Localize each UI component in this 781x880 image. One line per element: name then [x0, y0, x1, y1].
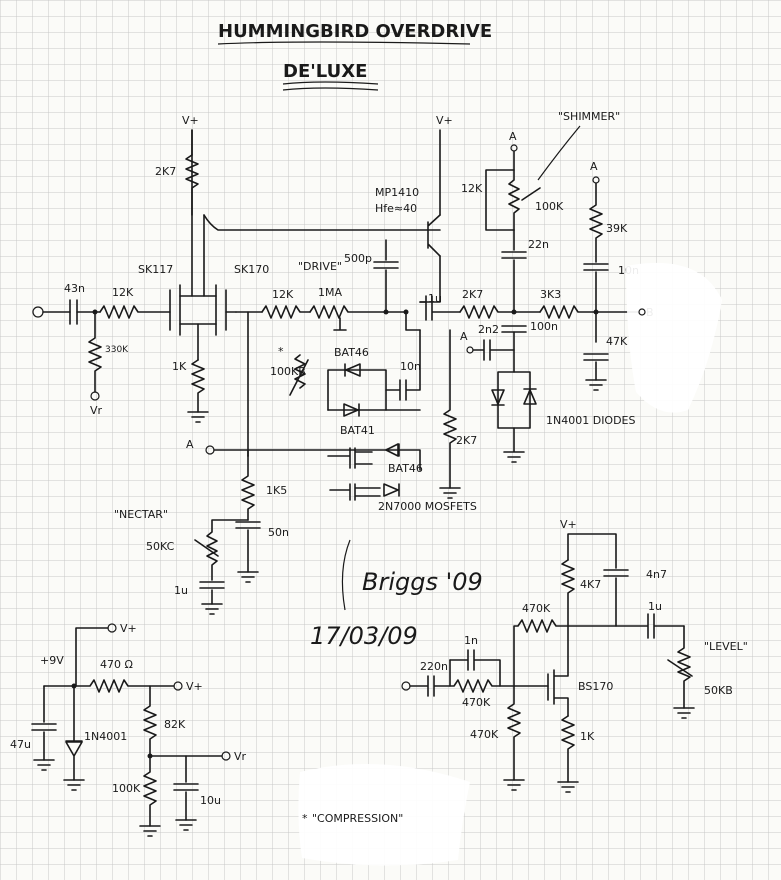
r-4k7-label: 4K7: [580, 578, 601, 591]
level-stage: V+ 4K7 4n7 1u "LEVEL" 50KB 470K BS170 1K…: [401, 518, 748, 793]
clipping-section: * 100KB BAT46 BAT41 10n 2K7 A BAT46 2N70…: [186, 311, 477, 513]
shimmer-output-section: 2K7 3K3 B A 12K 100K "SHIMMER" 22n A 2n2…: [459, 110, 654, 463]
vr-1-label: Vr: [90, 404, 103, 417]
c-500p-label: 500p: [344, 252, 372, 265]
input-stage: 43n 12K 330K Vr: [32, 282, 171, 417]
jfet-pair: SK117 SK170 1K V+ 2K7: [138, 114, 441, 423]
pot-100kb-label: 100KB: [270, 365, 306, 378]
drive-label: "DRIVE": [298, 260, 342, 273]
r-470k-mid-label: 470K: [462, 696, 491, 709]
c-2n2-label: 2n2: [478, 323, 499, 336]
compression-note: "COMPRESSION" *: [298, 764, 470, 866]
c-1u-out-label: 1u: [648, 600, 662, 613]
mosfets-label-a: 2N7000 MOSFETS: [378, 500, 477, 513]
r-470k-low-label: 470K: [470, 728, 499, 741]
mos-bs170-label: BS170: [578, 680, 613, 693]
r-12k-top-label: 12K: [461, 182, 483, 195]
level-label: "LEVEL": [704, 640, 748, 653]
c-1u-nectar-label: 1u: [174, 584, 188, 597]
vr-2-label: Vr: [234, 750, 247, 763]
mp-hfe-label: Hfe≈40: [375, 202, 417, 215]
a-1-label: A: [186, 438, 194, 451]
r-82k-label: 82K: [164, 718, 186, 731]
schematic-title: HUMMINGBIRD OVERDRIVE: [218, 21, 492, 42]
diodes-label: 1N4001 DIODES: [546, 414, 636, 427]
diode-psu-label: 1N4001: [84, 730, 127, 743]
c-1u-label: 1u: [428, 292, 442, 305]
c-4n7-label: 4n7: [646, 568, 667, 581]
bat46-2-label: BAT46: [388, 462, 423, 475]
compression-label: "COMPRESSION": [312, 812, 403, 825]
c-10n-mid-label: 10n: [400, 360, 421, 373]
jfet-sk170-label: SK170: [234, 263, 269, 276]
c-220n-label: 220n: [420, 660, 448, 673]
pot-50kc-label: 50KC: [146, 540, 175, 553]
r-47k-label: 47K: [606, 335, 628, 348]
vplus-5-label: V+: [560, 518, 577, 531]
bat46-1-label: BAT46: [334, 346, 369, 359]
r-12k-in-label: 12K: [112, 286, 134, 299]
c-10u-label: 10u: [200, 794, 221, 807]
drive-section: 12K 1MA "DRIVE" 500p 1u: [235, 239, 461, 331]
c-50n-label: 50n: [268, 526, 289, 539]
r-2k7-low-label: 2K7: [456, 434, 477, 447]
a-2-label: A: [509, 130, 517, 143]
r-100k-psu-label: 100K: [112, 782, 141, 795]
date: 17/03/09: [310, 622, 418, 650]
r-12k-drive-label: 12K: [272, 288, 294, 301]
r-3k3-label: 3K3: [540, 288, 561, 301]
supply-9v-label: +9V: [40, 654, 64, 667]
c-22n-label: 22n: [528, 238, 549, 251]
schematic-subtitle: DE'LUXE: [283, 61, 367, 82]
vplus-1-label: V+: [182, 114, 199, 127]
r-1k5-label: 1K5: [266, 484, 287, 497]
star-label: *: [278, 345, 284, 358]
signature: Briggs '09: [362, 568, 483, 596]
r-470k-top-label: 470K: [522, 602, 551, 615]
r-39k-label: 39K: [606, 222, 628, 235]
r-1k-out-label: 1K: [580, 730, 595, 743]
r-2k7-mid-label: 2K7: [462, 288, 483, 301]
c-47u-label: 47u: [10, 738, 31, 751]
pot-50kb-label: 50KB: [704, 684, 733, 697]
r-2k7-top-label: 2K7: [155, 165, 176, 178]
shimmer-label: "SHIMMER": [558, 110, 620, 123]
a-4-label: A: [590, 160, 598, 173]
r-470-label: 470 Ω: [100, 658, 133, 671]
bat41-label: BAT41: [340, 424, 375, 437]
nectar-label: "NECTAR": [114, 508, 168, 521]
vplus-2-label: V+: [436, 114, 453, 127]
c-43n-label: 43n: [64, 282, 85, 295]
pot-100k-label: 100K: [535, 200, 564, 213]
mp-name-label: MP1410: [375, 186, 419, 199]
r-1k-src-label: 1K: [172, 360, 187, 373]
vplus-3-label: V+: [120, 622, 137, 635]
c-1n-label: 1n: [464, 634, 478, 647]
r-330k-label: 330K: [105, 345, 129, 355]
a-3-label: A: [460, 330, 468, 343]
c-100n-label: 100n: [530, 320, 558, 333]
nectar-section: 1K5 50n "NECTAR" 50KC 1u: [114, 455, 289, 615]
pot-1ma-label: 1MA: [318, 286, 342, 299]
vplus-4-label: V+: [186, 680, 203, 693]
power-supply: +9V V+ 470 Ω V+ 47u 1N4001 82K Vr 100K 1…: [10, 622, 247, 837]
compression-star: *: [302, 812, 308, 825]
jfet-sk117-label: SK117: [138, 263, 173, 276]
